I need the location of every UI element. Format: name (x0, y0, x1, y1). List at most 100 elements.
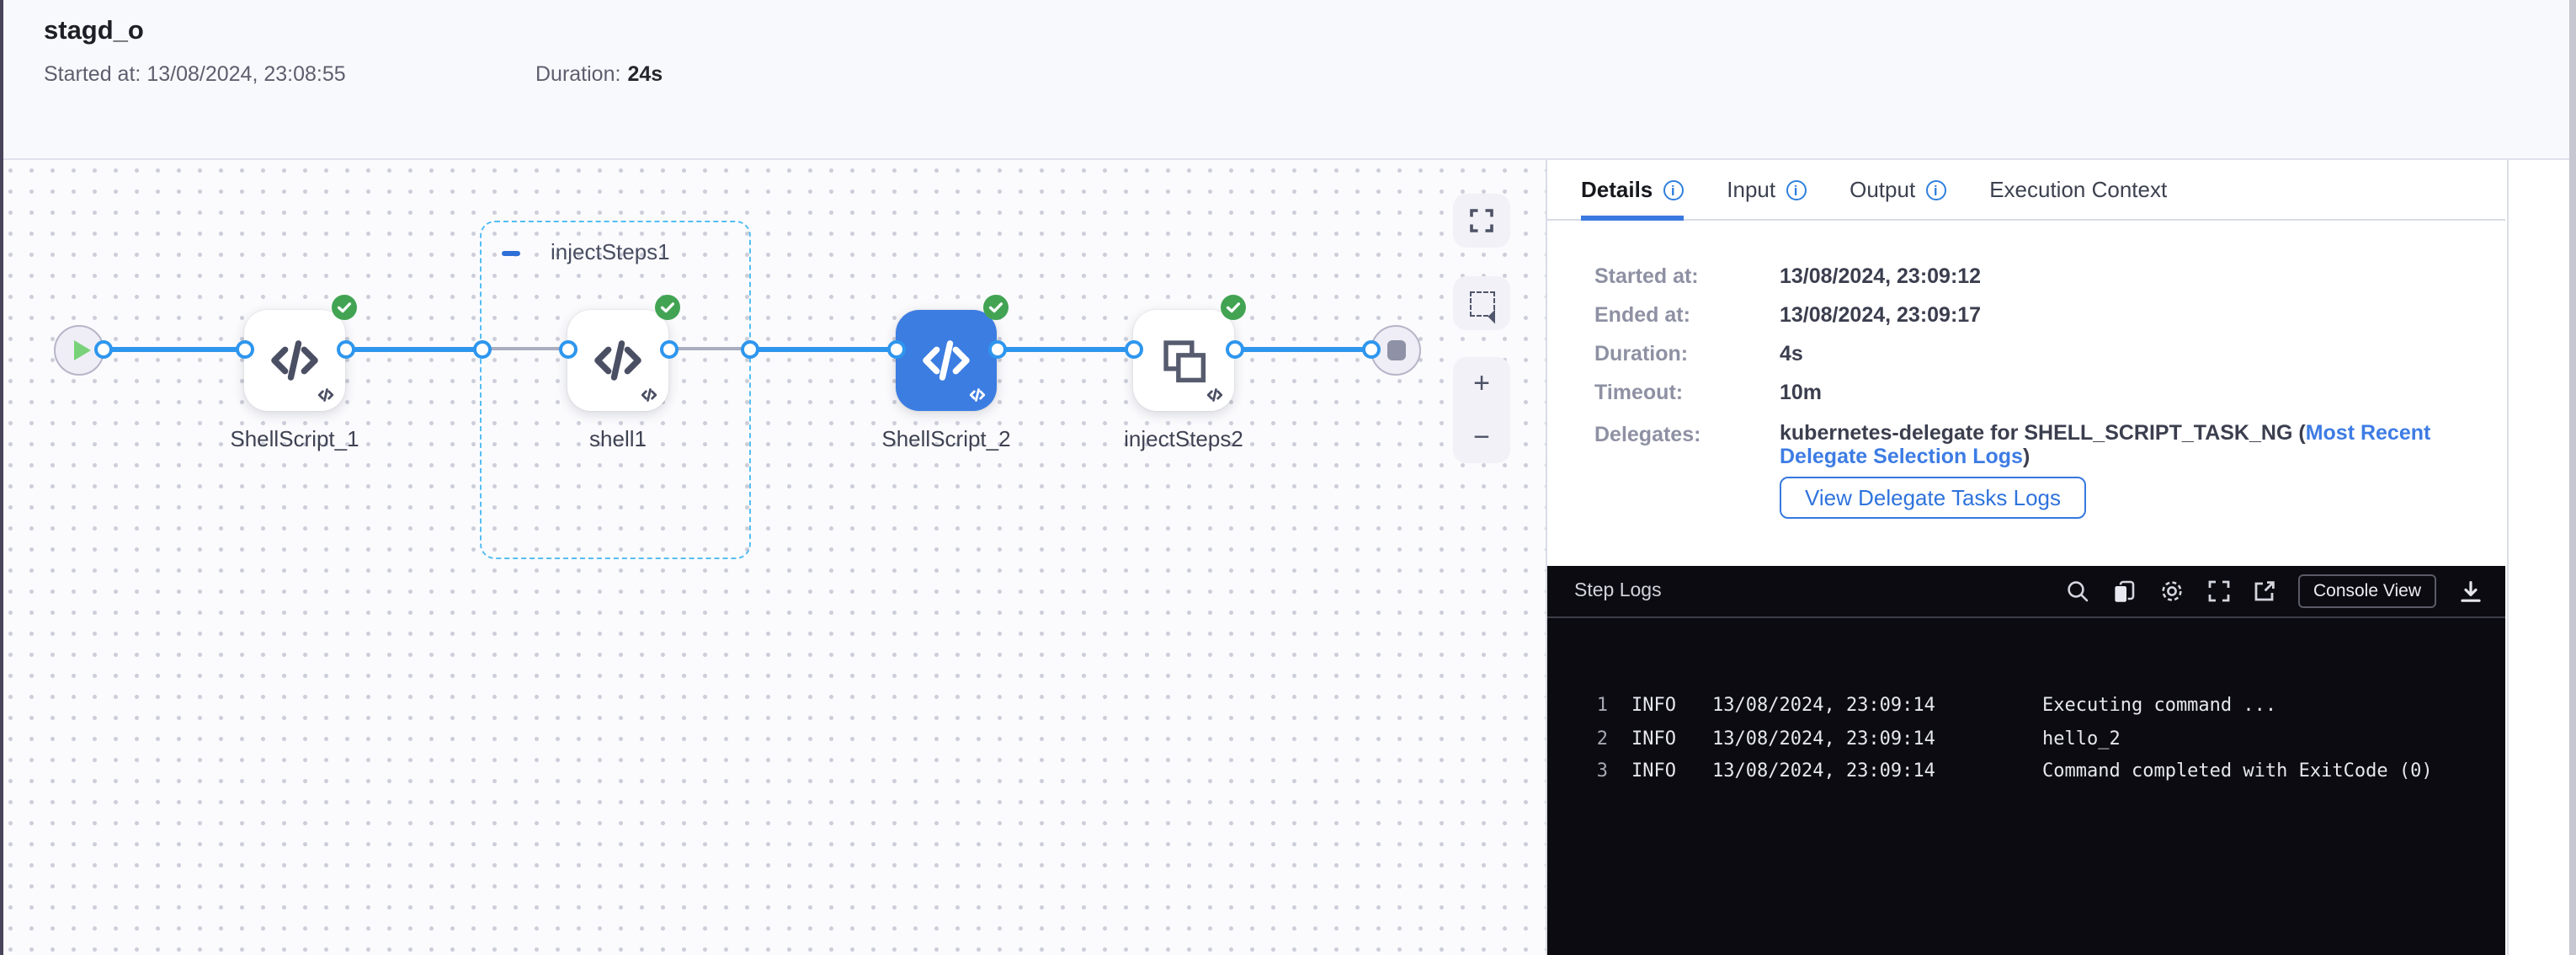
fit-to-screen-button[interactable] (1453, 194, 1510, 248)
wire (103, 347, 244, 352)
detail-label: Ended at: (1594, 303, 1690, 327)
wire (345, 347, 482, 352)
code-icon (594, 339, 641, 380)
log-message: hello_2 (2042, 727, 2121, 749)
step-group-injectsteps1[interactable]: injectSteps1 (480, 220, 751, 558)
delegates-value: kubernetes-delegate for SHELL_SCRIPT_TAS… (1780, 421, 2431, 467)
success-check-icon (655, 294, 680, 319)
delegate-selection-logs-link[interactable]: Most Recent Delegate Selection Logs (1780, 421, 2431, 467)
log-line-number: 2 (1596, 727, 1608, 749)
started-value: 13/08/2024, 23:08:55 (146, 62, 346, 86)
duration-label: Duration: (535, 62, 621, 86)
node-label: injectSteps2 (1124, 426, 1243, 451)
log-lines[interactable]: 1 INFO 13/08/2024, 23:09:14 Executing co… (1547, 618, 2505, 787)
success-check-icon (983, 294, 1009, 319)
detail-value: 13/08/2024, 23:09:17 (1780, 303, 1982, 327)
marquee-select-button[interactable] (1453, 276, 1510, 330)
code-icon (271, 339, 318, 380)
tab-output[interactable]: Output i (1850, 159, 1946, 220)
wire (997, 347, 1133, 352)
stage-title: stagd_o (44, 17, 144, 45)
detail-label: Timeout: (1594, 381, 1684, 404)
download-logs-button[interactable] (2458, 579, 2483, 604)
copy-logs-button[interactable] (2111, 579, 2137, 604)
play-icon (73, 339, 90, 360)
wire-dashed (668, 347, 749, 351)
log-level: INFO (1631, 760, 1676, 782)
shell-type-icon (317, 387, 334, 401)
expand-logs-button[interactable] (2207, 579, 2231, 603)
log-message: Command completed with ExitCode (0) (2042, 760, 2433, 782)
connector-port (659, 339, 678, 358)
collapse-group-icon[interactable] (502, 250, 520, 255)
detail-label: Started at: (1594, 264, 1699, 288)
window-scrollbar[interactable] (2568, 0, 2576, 955)
connector-port (558, 339, 577, 358)
log-line-number: 3 (1596, 760, 1608, 782)
step-logs-title: Step Logs (1574, 581, 1662, 601)
shell-type-icon (1206, 387, 1223, 401)
success-check-icon (1221, 294, 1246, 319)
fullscreen-icon (2208, 580, 2230, 602)
connector-port (987, 339, 1006, 358)
connector-port (1225, 339, 1243, 358)
stop-icon (1386, 339, 1405, 360)
zoom-in-button[interactable]: + (1473, 367, 1490, 400)
copy-icon (2113, 579, 2135, 603)
tab-input[interactable]: Input i (1727, 159, 1807, 220)
node-shell1[interactable] (567, 294, 680, 410)
info-icon[interactable]: i (1786, 179, 1807, 200)
connector-port (472, 339, 491, 358)
external-link-icon (2254, 581, 2275, 601)
shell-type-icon (641, 387, 657, 401)
console-view-button[interactable]: Console View (2297, 574, 2436, 608)
fullscreen-icon (1470, 209, 1493, 232)
open-in-new-tab-button[interactable] (2253, 579, 2276, 603)
step-logs-header: Step Logs (1547, 566, 2505, 618)
wire (749, 347, 896, 352)
gear-icon (2162, 581, 2182, 601)
stage-started-at: Started at: 13/08/2024, 23:08:55 (44, 62, 346, 86)
code-icon (923, 339, 970, 380)
detail-label: Duration: (1594, 342, 1689, 365)
detail-value: 13/08/2024, 23:09:12 (1780, 264, 1982, 288)
info-icon[interactable]: i (1925, 179, 1946, 200)
stage-header: stagd_o Started at: 13/08/2024, 23:08:55… (0, 0, 2576, 160)
connector-port (93, 339, 112, 358)
zoom-controls: + − (1453, 357, 1510, 463)
node-label: ShellScript_1 (230, 426, 359, 451)
pipeline-canvas[interactable]: injectSteps1 (0, 160, 1546, 955)
connector-port (336, 339, 354, 358)
wire-dashed (482, 347, 567, 351)
download-icon (2461, 580, 2481, 601)
log-line-number: 1 (1596, 694, 1608, 716)
log-timestamp: 13/08/2024, 23:09:14 (1712, 694, 1935, 716)
node-shellscript-1[interactable] (244, 294, 357, 410)
group-steps-icon (1163, 339, 1206, 382)
step-details-panel: Details i Input i Output i Execution Con… (1546, 160, 2505, 955)
step-logs-console: Step Logs (1547, 566, 2505, 955)
view-delegate-tasks-logs-button[interactable]: View Delegate Tasks Logs (1780, 477, 2087, 519)
stage-duration: Duration:24s (535, 62, 663, 86)
zoom-out-button[interactable]: − (1473, 420, 1490, 453)
log-message: Executing command ... (2042, 694, 2277, 716)
info-icon[interactable]: i (1663, 179, 1684, 200)
wire (1234, 347, 1370, 352)
connector-port (886, 339, 905, 358)
shell-type-icon (969, 387, 986, 401)
node-shellscript-2-selected[interactable] (896, 294, 1009, 410)
delegates-label: Delegates: (1594, 423, 1701, 446)
tab-execution-context[interactable]: Execution Context (1989, 177, 2168, 202)
details-tabs: Details i Input i Output i Execution Con… (1547, 160, 2505, 221)
log-line: 3 INFO 13/08/2024, 23:09:14 Command comp… (1571, 755, 2505, 787)
node-label: ShellScript_2 (881, 426, 1011, 451)
log-settings-button[interactable] (2158, 578, 2185, 605)
detail-value: 10m (1780, 381, 1823, 404)
log-level: INFO (1631, 694, 1676, 716)
search-logs-button[interactable] (2066, 579, 2089, 603)
log-line: 2 INFO 13/08/2024, 23:09:14 hello_2 (1571, 722, 2505, 755)
connector-port (235, 339, 253, 358)
tab-details[interactable]: Details i (1581, 159, 1684, 220)
node-injectsteps2[interactable] (1133, 294, 1246, 410)
